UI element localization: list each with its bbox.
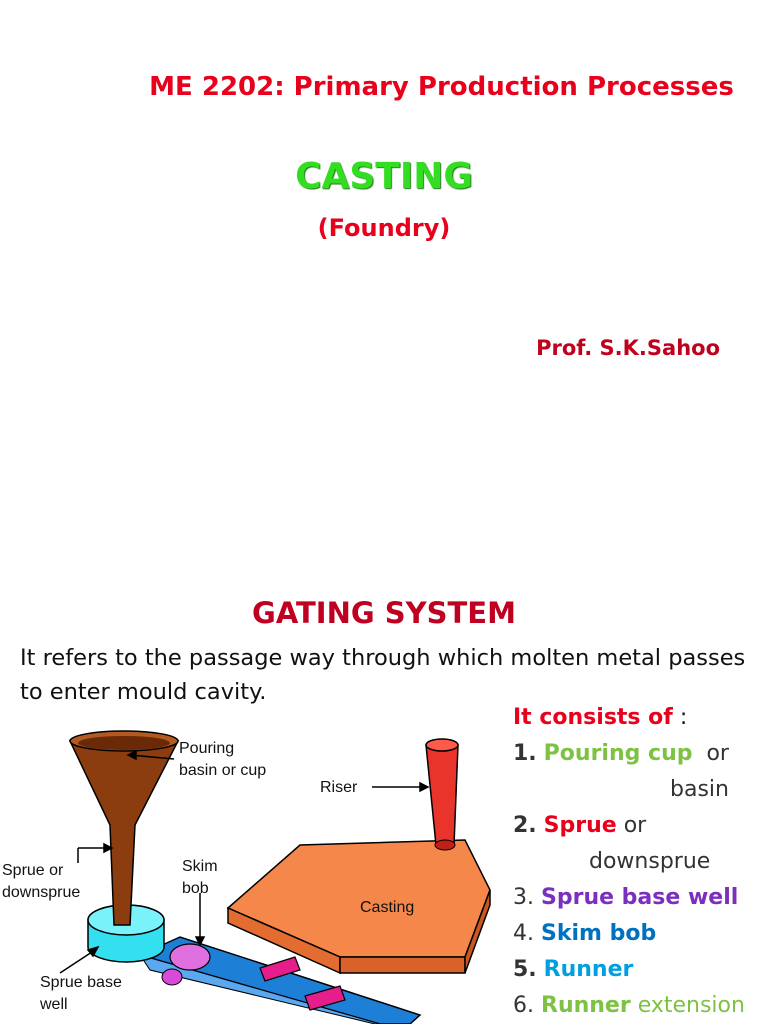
sprue-label-2: downsprue bbox=[2, 884, 80, 901]
item-term: Sprue base well bbox=[541, 885, 739, 910]
list-item: 4. Skim bob bbox=[513, 916, 745, 952]
list-item: 2. Sprue or bbox=[513, 808, 745, 844]
pouring-label-1: Pouring bbox=[179, 740, 234, 757]
gating-system-diagram: Pouring basin or cup Riser Sprue or down… bbox=[2, 730, 491, 1024]
item-number: 1. bbox=[513, 741, 537, 766]
riser-label: Riser bbox=[320, 779, 358, 796]
item-number: 6. bbox=[513, 993, 534, 1018]
sprue-base-label-2: well bbox=[39, 996, 68, 1013]
list-item: 1. Pouring cup or bbox=[513, 736, 745, 772]
list-item: 5. Runner bbox=[513, 952, 745, 988]
components-list: It consists of : 1. Pouring cup or basin… bbox=[513, 700, 745, 1024]
list-item: 6. Runner extension bbox=[513, 988, 745, 1024]
skim-label-2: bob bbox=[182, 880, 209, 897]
ingate bbox=[304, 985, 346, 1011]
item-rest: or bbox=[692, 741, 729, 766]
list-item-cont: basin bbox=[670, 777, 729, 802]
item-term: Runner bbox=[543, 957, 634, 982]
list-item: 3. Sprue base well bbox=[513, 880, 745, 916]
riser bbox=[425, 744, 459, 846]
item-term: Sprue bbox=[543, 813, 617, 838]
item-rest: extension bbox=[630, 993, 745, 1018]
ingate bbox=[259, 956, 301, 982]
course-title: ME 2202: Primary Production Processes bbox=[149, 72, 734, 102]
description: It refers to the passage way through whi… bbox=[20, 645, 746, 705]
item-term: Runner bbox=[541, 993, 631, 1018]
casting-label: Casting bbox=[360, 899, 414, 916]
sprue-label-1: Sprue or bbox=[2, 862, 64, 879]
section-title: GATING SYSTEM bbox=[252, 596, 516, 630]
consists-colon: : bbox=[672, 705, 688, 730]
list-item-cont: downsprue bbox=[589, 849, 711, 874]
consists-heading-text: It consists of bbox=[513, 705, 673, 730]
author: Prof. S.K.Sahoo bbox=[536, 336, 720, 360]
main-title: CASTING bbox=[295, 156, 473, 197]
item-number: 3. bbox=[513, 885, 534, 910]
sprue-base-label-1: Sprue base bbox=[40, 974, 122, 991]
item-number: 2. bbox=[513, 813, 537, 838]
skim-bob bbox=[169, 943, 211, 971]
consists-heading: It consists of : bbox=[513, 700, 745, 736]
pouring-label-2: basin or cup bbox=[179, 762, 266, 779]
item-number: 5. bbox=[513, 957, 537, 982]
subtitle: (Foundry) bbox=[317, 214, 451, 242]
item-number: 4. bbox=[513, 921, 534, 946]
item-term: Skim bob bbox=[541, 921, 657, 946]
skim-label-1: Skim bbox=[182, 858, 218, 875]
pouring-cup bbox=[68, 740, 180, 926]
item-term: Pouring cup bbox=[543, 741, 693, 766]
item-rest: or bbox=[616, 813, 647, 838]
label-arrows bbox=[59, 749, 430, 974]
